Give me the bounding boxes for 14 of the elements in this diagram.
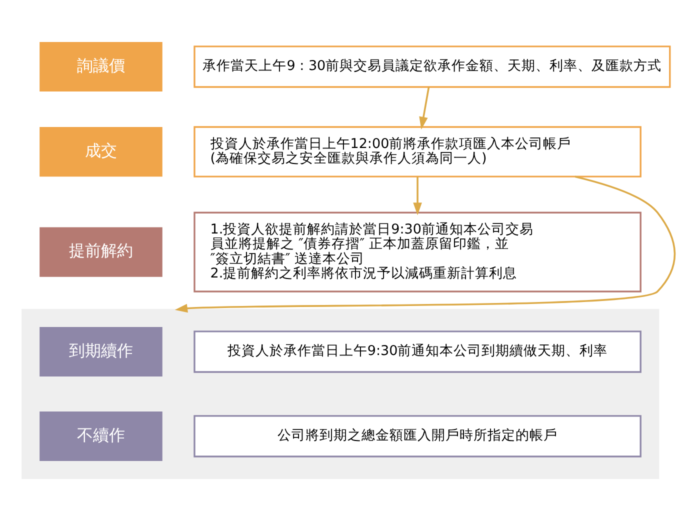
node-box: 成交 <box>40 127 162 177</box>
node-box: 詢議價 <box>40 42 162 92</box>
node-box: 1.投資人欲提前解約請於當日9:30前通知本公司交易員並將提解之 ″債券存摺″ 正本加蓋原留印鑑，並 ″簽立切結書″ 送達本公司 2.提前解約之利率將依市況予以減碼重新計算利息 <box>194 212 642 292</box>
arrow <box>419 86 430 130</box>
arrow <box>174 176 676 313</box>
node-box: 不續作 <box>40 411 162 462</box>
arrow <box>413 176 422 216</box>
cluster <box>22 308 660 480</box>
node-box: 到期續作 <box>40 326 162 377</box>
node-box: 公司將到期之總金額匯入開戶時所指定的帳戶 <box>194 415 642 458</box>
node-box: 提前解約 <box>40 227 162 277</box>
node-box: 投資人於承作當日上午12:00前將承作款項匯入本公司帳戶 (為確保交易之安全匯款與承作人須為同一人) <box>194 126 642 178</box>
node-box: 承作當天上午9 : 30前與交易員議定欲承作金額、天期、利率、及匯款方式 <box>194 46 671 88</box>
node-box: 投資人於承作當日上午9:30前通知本公司到期續做天期、利率 <box>194 330 642 373</box>
